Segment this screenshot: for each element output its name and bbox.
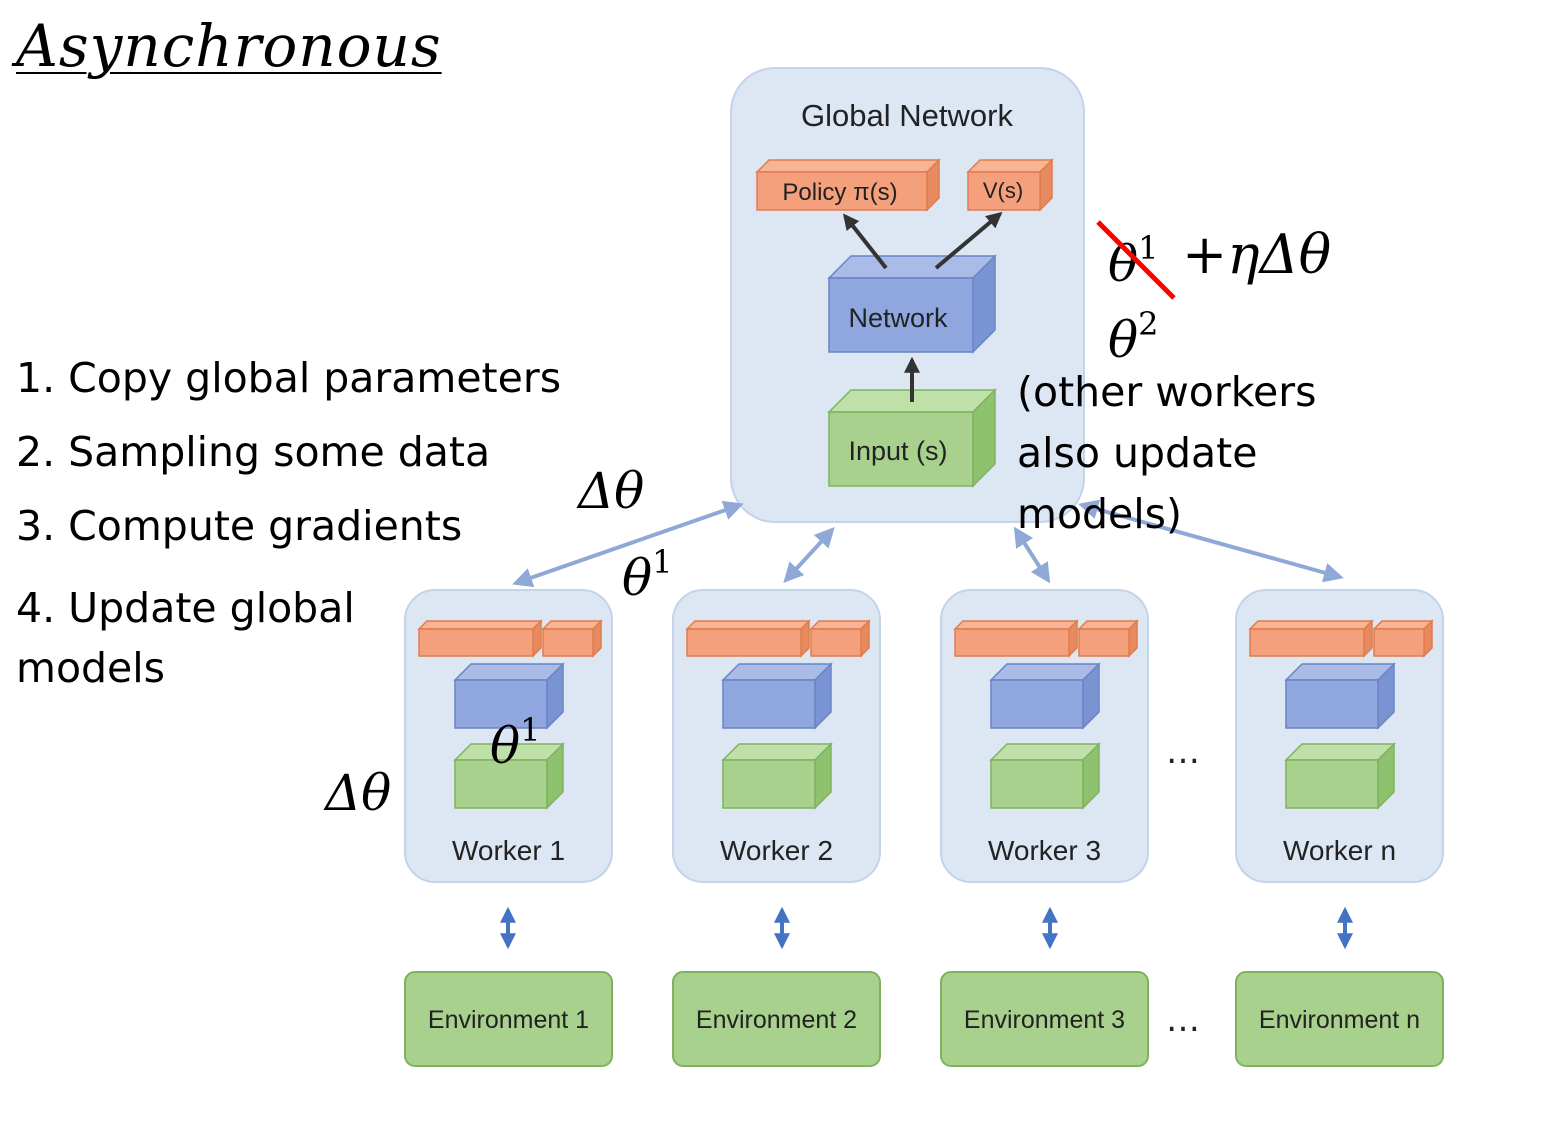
arrow-network-to-value [934,211,1003,270]
environment-box [672,971,881,1067]
delta-theta-worker: Δθ [325,764,392,822]
worker-panel [404,589,613,883]
environment-3: Environment 3 [940,971,1149,1067]
worker-input-block [1284,742,1396,810]
environments-ellipsis: … [1166,1000,1204,1040]
environment-2: Environment 2 [672,971,881,1067]
environment-1: Environment 1 [404,971,613,1067]
input-block: Input (s) [827,388,997,488]
worker-label: Worker 2 [720,835,833,866]
workers-ellipsis: … [1166,732,1204,772]
arrow-global-worker-3 [1013,526,1051,584]
worker-value-block [809,619,871,658]
worker-policy-block [953,619,1079,658]
network-label: Network [848,303,948,333]
delta-theta-global: Δθ [578,462,645,520]
arrow-global-worker-1 [512,500,744,588]
worker-panel [672,589,881,883]
theta-2: θ2 [1108,308,1158,365]
worker-panel [1235,589,1444,883]
step-4: 4. Update global models [16,584,355,692]
theta-symbol: θ [1108,235,1139,293]
arrow-network-to-policy [843,213,888,270]
theta-symbol: θ [1108,311,1139,369]
worker-4: Worker n [1235,589,1444,950]
other-workers-note: (other workers also update models) [1017,368,1317,538]
worker-policy-block [685,619,811,658]
input-label: Input (s) [848,436,947,466]
step-2: 2. Sampling some data [16,428,491,476]
theta-symbol: θ [622,549,653,607]
environment-label: Environment 3 [964,1006,1125,1034]
theta-1-worker: θ1 [490,714,540,771]
worker-panel [940,589,1149,883]
value-block: V(s) [966,158,1054,212]
network-block: Network [827,254,997,354]
worker-input-block [721,742,833,810]
worker-input-block [989,742,1101,810]
theta-sup: 2 [1138,305,1159,343]
theta-sup: 1 [1138,229,1159,267]
value-label: V(s) [983,178,1023,203]
worker-value-block [1077,619,1139,658]
environment-box [1235,971,1444,1067]
worker-label: Worker n [1283,835,1396,866]
worker-network-block [721,662,833,730]
global-network-title: Global Network [801,98,1013,133]
step-1: 1. Copy global parameters [16,354,562,402]
arrow-global-worker-2 [783,527,835,583]
worker-network-block [1284,662,1396,730]
worker-policy-block [417,619,543,658]
worker-2: Worker 2 [672,589,881,950]
worker-input-block [453,742,565,810]
environment-label: Environment n [1259,1006,1420,1034]
worker-label: Worker 1 [452,835,565,866]
update-term: +ηΔθ [1182,223,1332,286]
theta-1-struck: θ1 [1108,232,1158,289]
worker-network-block [453,662,565,730]
theta-symbol: θ [490,717,521,775]
worker-value-block [1372,619,1434,658]
step-3: 3. Compute gradients [16,502,463,550]
theta-sup: 1 [520,711,541,749]
environment-label: Environment 1 [428,1006,589,1034]
worker-network-block [989,662,1101,730]
worker-3: Worker 3 [940,589,1149,950]
slide-title: Asynchronous [16,12,442,80]
policy-block: Policy π(s) [755,158,941,212]
environment-4: Environment n [1235,971,1444,1067]
arrow-global-worker-n [1078,499,1344,583]
worker-policy-block [1248,619,1374,658]
environment-box [940,971,1149,1067]
worker-label: Worker 3 [988,835,1101,866]
environment-label: Environment 2 [696,1006,857,1034]
worker-1: Worker 1 [404,589,613,950]
environment-box [404,971,613,1067]
policy-label: Policy π(s) [782,179,897,206]
theta-1-global: θ1 [622,546,672,603]
worker-value-block [541,619,603,658]
theta-sup: 1 [652,543,673,581]
